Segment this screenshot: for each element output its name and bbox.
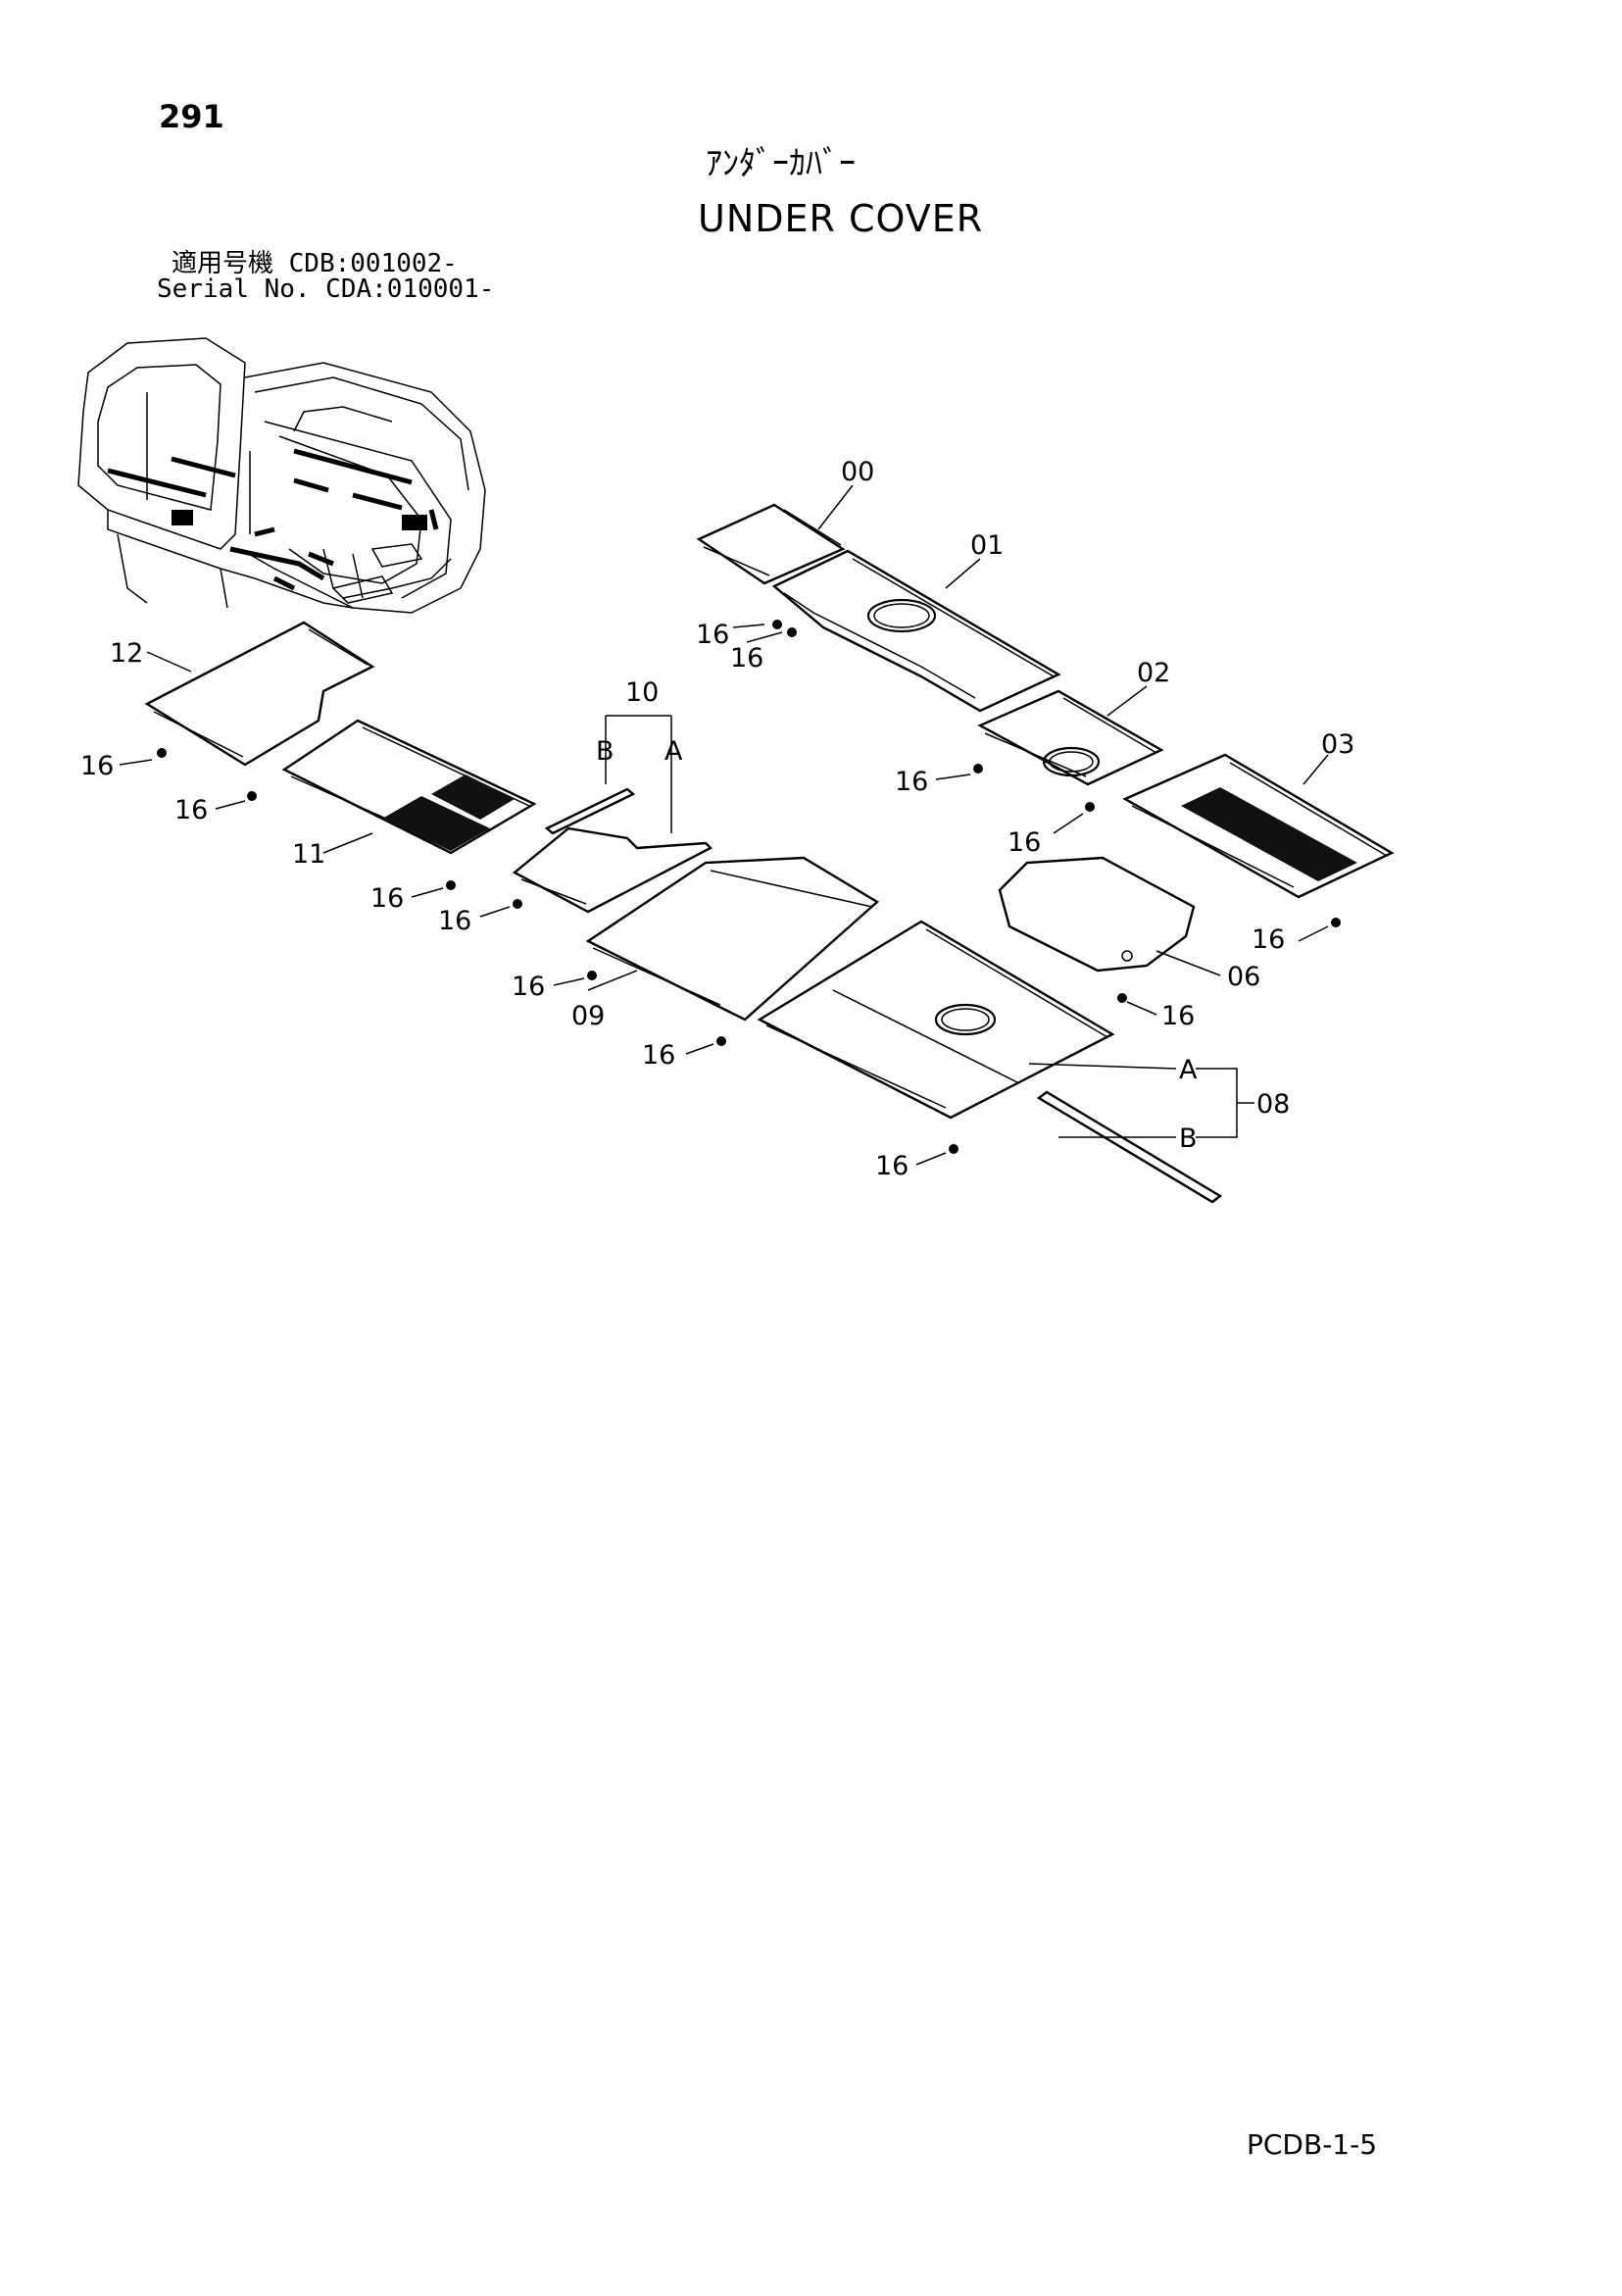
part-02-cover-panel <box>977 689 1164 786</box>
callout-16: 16 <box>80 751 114 781</box>
callout-16: 16 <box>696 620 729 650</box>
part-03-grilled-cover-panel <box>1122 753 1395 899</box>
part-00-cover-panel <box>696 503 846 585</box>
title-japanese: ｱﾝﾀﾞｰｶﾊﾞｰ <box>706 144 856 183</box>
callout-10-sub-a: A <box>664 736 683 767</box>
leader-lines <box>119 484 1329 1166</box>
callout-09: 09 <box>571 1001 605 1031</box>
footer-code: PCDB-1-5 <box>1247 2128 1378 2161</box>
title-english: UNDER COVER <box>698 197 984 240</box>
part-10-cover-panel <box>512 787 713 914</box>
callout-labels: 00 01 02 03 06 08 09 10 11 12 B A A B 16… <box>80 457 1354 1181</box>
callout-16: 16 <box>370 883 404 914</box>
callout-10: 10 <box>625 677 659 708</box>
callout-16: 16 <box>642 1040 675 1071</box>
callout-08-sub-a: A <box>1179 1055 1198 1085</box>
callout-16: 16 <box>730 643 763 674</box>
page-number: 291 <box>159 98 224 135</box>
callout-16: 16 <box>1252 924 1285 955</box>
callout-11: 11 <box>292 839 325 870</box>
part-01-cover-panel <box>771 549 1061 713</box>
part-08-cover-panel <box>757 920 1223 1204</box>
serial-range-japanese: 適用号機 CDB:001002- <box>172 249 458 278</box>
part-12-cover-panel <box>144 621 375 767</box>
callout-16: 16 <box>512 972 545 1002</box>
callout-12: 12 <box>110 638 143 669</box>
callout-16: 16 <box>1161 1001 1195 1031</box>
callout-06: 06 <box>1227 962 1260 992</box>
callout-16: 16 <box>895 767 928 797</box>
callout-08: 08 <box>1256 1089 1290 1120</box>
bolt-markers <box>157 620 1341 1154</box>
callout-00: 00 <box>841 457 874 487</box>
callout-16: 16 <box>174 795 208 825</box>
callout-02: 02 <box>1137 658 1170 688</box>
callout-10-sub-b: B <box>596 736 614 767</box>
part-06-cover-plate <box>998 856 1196 973</box>
callout-01: 01 <box>970 530 1004 561</box>
serial-range-english: Serial No. CDA:010001- <box>157 275 495 304</box>
callout-03: 03 <box>1321 729 1354 760</box>
part-11-grilled-cover-panel <box>281 719 537 855</box>
machine-overview-sketch <box>77 337 486 614</box>
callout-08-sub-b: B <box>1179 1123 1198 1154</box>
callout-16: 16 <box>438 906 471 936</box>
part-09-cover-panel <box>585 856 880 1022</box>
callout-16: 16 <box>1008 827 1041 858</box>
callout-16: 16 <box>875 1151 909 1181</box>
